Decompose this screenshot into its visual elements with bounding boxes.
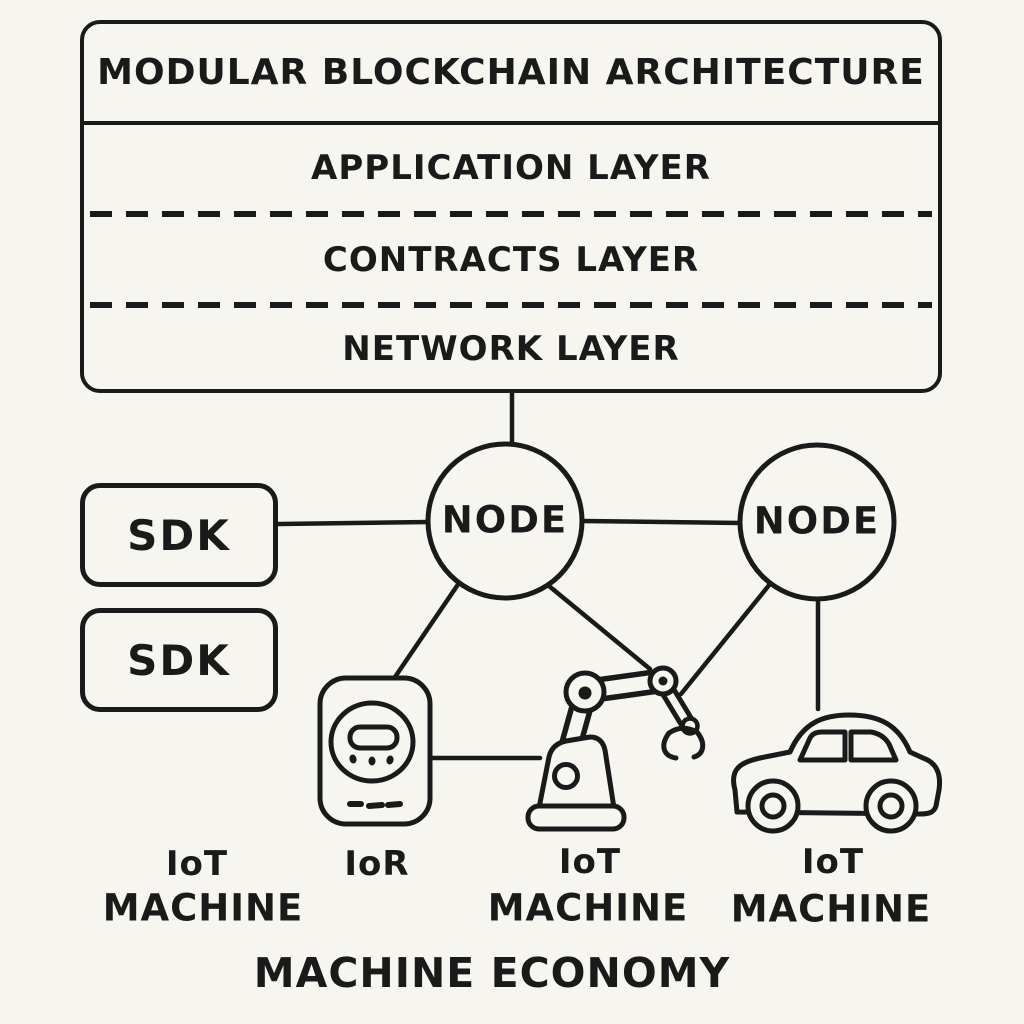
layer-network: NETWORK LAYER [342,328,680,369]
connector-lines [276,390,821,761]
connector-node1-to-node2 [579,518,744,526]
machine3-label-line2: MACHINE [487,886,689,930]
sdk-box-1: SDK [80,483,278,587]
node2-circle [737,442,897,602]
layer-application: APPLICATION LAYER [311,148,711,188]
car-icon [731,712,943,834]
layer-contracts: CONTRACTS LAYER [322,239,700,280]
iot-device-icon [317,675,433,827]
dashed-divider [90,211,932,217]
connector-node1-to-robot [546,583,653,672]
machine2-label-line1: IoR [344,844,410,884]
machine4-label-line1: IoT [801,842,865,882]
machine3-label-line1: IoT [558,842,622,882]
node1-circle [425,441,585,601]
machine1-label-line1: IoT [165,844,229,884]
footer-caption: MACHINE ECONOMY [253,949,731,997]
connector-node2-to-robot [678,581,773,697]
connector-sdk-to-node1 [276,519,432,527]
connector-node1-to-device [392,580,462,680]
architecture-title: MODULAR BLOCKCHAIN ARCHITECTURE [84,24,938,125]
machine4-label-line2: MACHINE [730,887,932,931]
machine1-label-line2: MACHINE [102,886,304,930]
sdk-box-2: SDK [80,608,278,712]
architecture-box: MODULAR BLOCKCHAIN ARCHITECTURE APPLICAT… [80,20,942,393]
node2-label: NODE [753,499,881,543]
robot-arm-icon [525,665,706,832]
node1-label: NODE [441,498,569,542]
dashed-divider [90,302,932,308]
